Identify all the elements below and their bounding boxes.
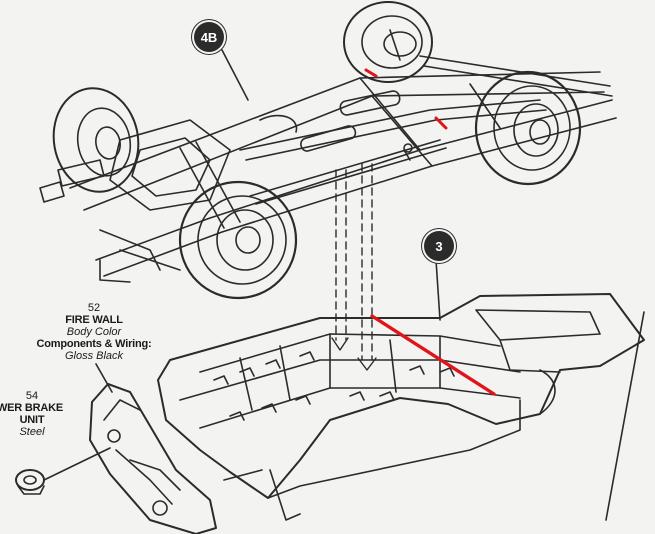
front-wheel [178,180,298,300]
part-color: Body Color [66,326,122,338]
fire-wall-part [89,383,217,534]
alignment-guides [335,163,373,361]
leader-line [435,259,441,321]
leader-line [223,469,263,481]
rear-wheel [343,1,433,83]
part-color: Steel [19,426,45,438]
floor-ribs [213,351,455,421]
callout-fire-wall: 52 FIRE WALL Body Color Components & Wir… [24,302,164,362]
floor-pan [157,293,645,521]
part-name: WER BRAKE [0,402,64,414]
part-sub-name: Components & Wiring: [36,338,152,350]
chassis-assembly [39,1,617,300]
callout-brake-unit: 54 WER BRAKE UNIT Steel [0,390,64,438]
step-badge-4b: 4B [194,22,224,52]
leader-line [43,447,111,481]
part-number: 52 [87,302,101,314]
brake-unit-part [15,469,45,495]
leader-line [605,311,645,521]
leader-line [95,363,113,393]
part-sub-color: Gloss Black [64,350,124,362]
front-wheel [52,87,140,193]
rear-wheel [474,70,582,186]
part-number: 54 [25,390,39,402]
step-badge-3: 3 [424,231,454,261]
leader-line [221,49,249,101]
part-name-line2: UNIT [19,414,45,426]
part-name: FIRE WALL [65,314,123,326]
